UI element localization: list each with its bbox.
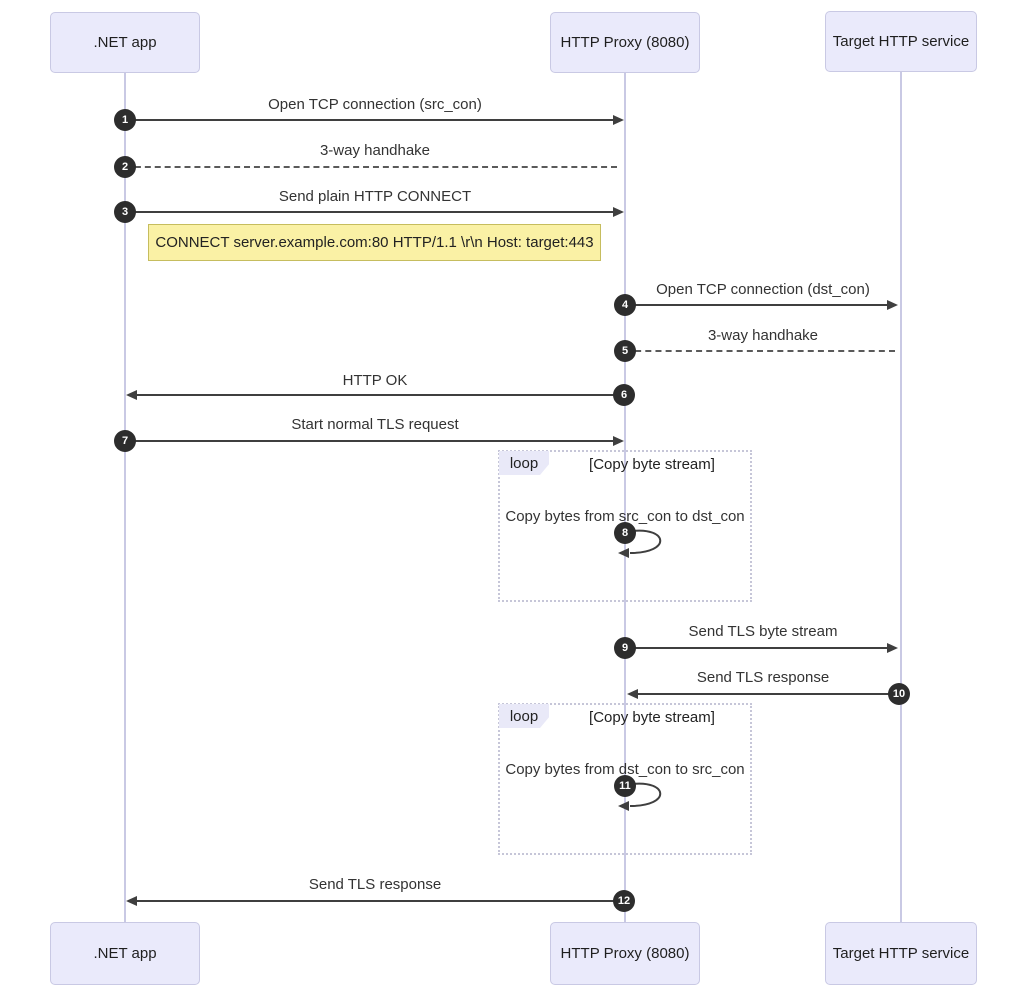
self-loop-arrow-icon (618, 782, 662, 811)
message-label: Send TLS response (308, 876, 442, 893)
note-connect-request: CONNECT server.example.com:80 HTTP/1.1 \… (148, 224, 601, 261)
message-label: 3-way handhake (319, 142, 431, 159)
sequence-number-badge: 10 (888, 683, 910, 705)
message-arrow-line (125, 119, 614, 121)
loop-fragment (498, 703, 752, 855)
message-label: Send plain HTTP CONNECT (278, 188, 472, 205)
message-label: HTTP OK (342, 372, 408, 389)
actor-bottom-dotnet-app: .NET app (50, 922, 200, 985)
sequence-number-badge: 7 (114, 430, 136, 452)
message-arrow-line (125, 211, 614, 213)
loop-condition: [Copy byte stream] (589, 456, 715, 473)
loop-fragment (498, 450, 752, 602)
sequence-number-badge: 8 (614, 522, 636, 544)
sequence-number-badge: 4 (614, 294, 636, 316)
message-arrow-line (625, 647, 889, 649)
arrowhead-icon (126, 896, 137, 906)
sequence-number-badge: 9 (614, 637, 636, 659)
message-arrow-line (125, 440, 614, 442)
sequence-number-badge: 1 (114, 109, 136, 131)
message-label: Copy bytes from dst_con to src_con (505, 761, 745, 778)
sequence-number-badge: 3 (114, 201, 136, 223)
arrowhead-icon (887, 300, 898, 310)
loop-keyword-tab: loop (499, 704, 549, 728)
self-loop-arrow-icon (618, 529, 662, 558)
arrowhead-icon (887, 643, 898, 653)
arrowhead-icon (613, 207, 624, 217)
message-label: Send TLS response (696, 669, 830, 686)
message-label: Send TLS byte stream (688, 623, 838, 640)
message-label: Start normal TLS request (291, 416, 459, 433)
actor-top-target-service: Target HTTP service (825, 11, 977, 72)
arrowhead-icon (627, 689, 638, 699)
sequence-number-badge: 12 (613, 890, 635, 912)
message-label: Open TCP connection (dst_con) (656, 281, 870, 298)
sequence-number-badge: 6 (613, 384, 635, 406)
lifeline-dotnet-app (124, 72, 126, 922)
arrowhead-icon (126, 390, 137, 400)
loop-keyword-tab: loop (499, 451, 549, 475)
message-label: Copy bytes from src_con to dst_con (505, 508, 745, 525)
arrowhead-icon (613, 115, 624, 125)
lifeline-target-service (900, 72, 902, 922)
message-arrow-line (137, 900, 625, 902)
actor-bottom-http-proxy: HTTP Proxy (8080) (550, 922, 700, 985)
message-dotted-line (625, 350, 895, 352)
sequence-number-badge: 11 (614, 775, 636, 797)
message-dotted-line (125, 166, 617, 168)
message-arrow-line (137, 394, 625, 396)
message-arrow-line (625, 304, 889, 306)
actor-bottom-target-service: Target HTTP service (825, 922, 977, 985)
lifeline-http-proxy (624, 72, 626, 922)
sequence-number-badge: 5 (614, 340, 636, 362)
message-arrow-line (638, 693, 900, 695)
actor-top-dotnet-app: .NET app (50, 12, 200, 73)
loop-condition: [Copy byte stream] (589, 709, 715, 726)
message-label: Open TCP connection (src_con) (268, 96, 482, 113)
arrowhead-icon (613, 436, 624, 446)
sequence-number-badge: 2 (114, 156, 136, 178)
actor-top-http-proxy: HTTP Proxy (8080) (550, 12, 700, 73)
message-label: 3-way handhake (707, 327, 819, 344)
